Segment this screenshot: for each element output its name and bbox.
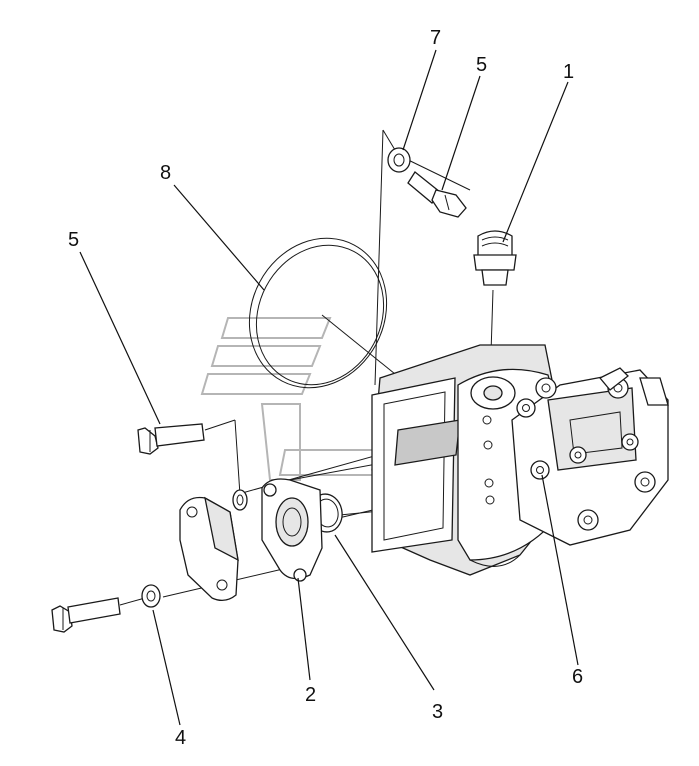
callout-1: 1 bbox=[563, 61, 575, 83]
callout-8: 8 bbox=[160, 162, 172, 184]
o-ring-large bbox=[248, 237, 388, 389]
bolt-bottom bbox=[51, 597, 121, 633]
breather-fitting bbox=[473, 230, 517, 286]
leader-lines bbox=[79, 49, 579, 726]
callout-2: 2 bbox=[305, 684, 317, 706]
bolt-top bbox=[407, 171, 467, 218]
bolt-left bbox=[137, 423, 205, 455]
washer-mid bbox=[232, 489, 248, 511]
washer-bottom bbox=[141, 584, 161, 608]
callout-6: 6 bbox=[572, 666, 584, 688]
washer-top bbox=[387, 147, 411, 173]
callout-5-top: 5 bbox=[476, 54, 488, 76]
callout-5-left: 5 bbox=[68, 229, 80, 251]
pump-housing bbox=[371, 344, 669, 576]
callout-3: 3 bbox=[432, 701, 444, 723]
callout-7: 7 bbox=[430, 27, 442, 49]
split-flange-half bbox=[179, 496, 239, 602]
callout-4: 4 bbox=[175, 727, 187, 749]
flange bbox=[261, 478, 323, 582]
